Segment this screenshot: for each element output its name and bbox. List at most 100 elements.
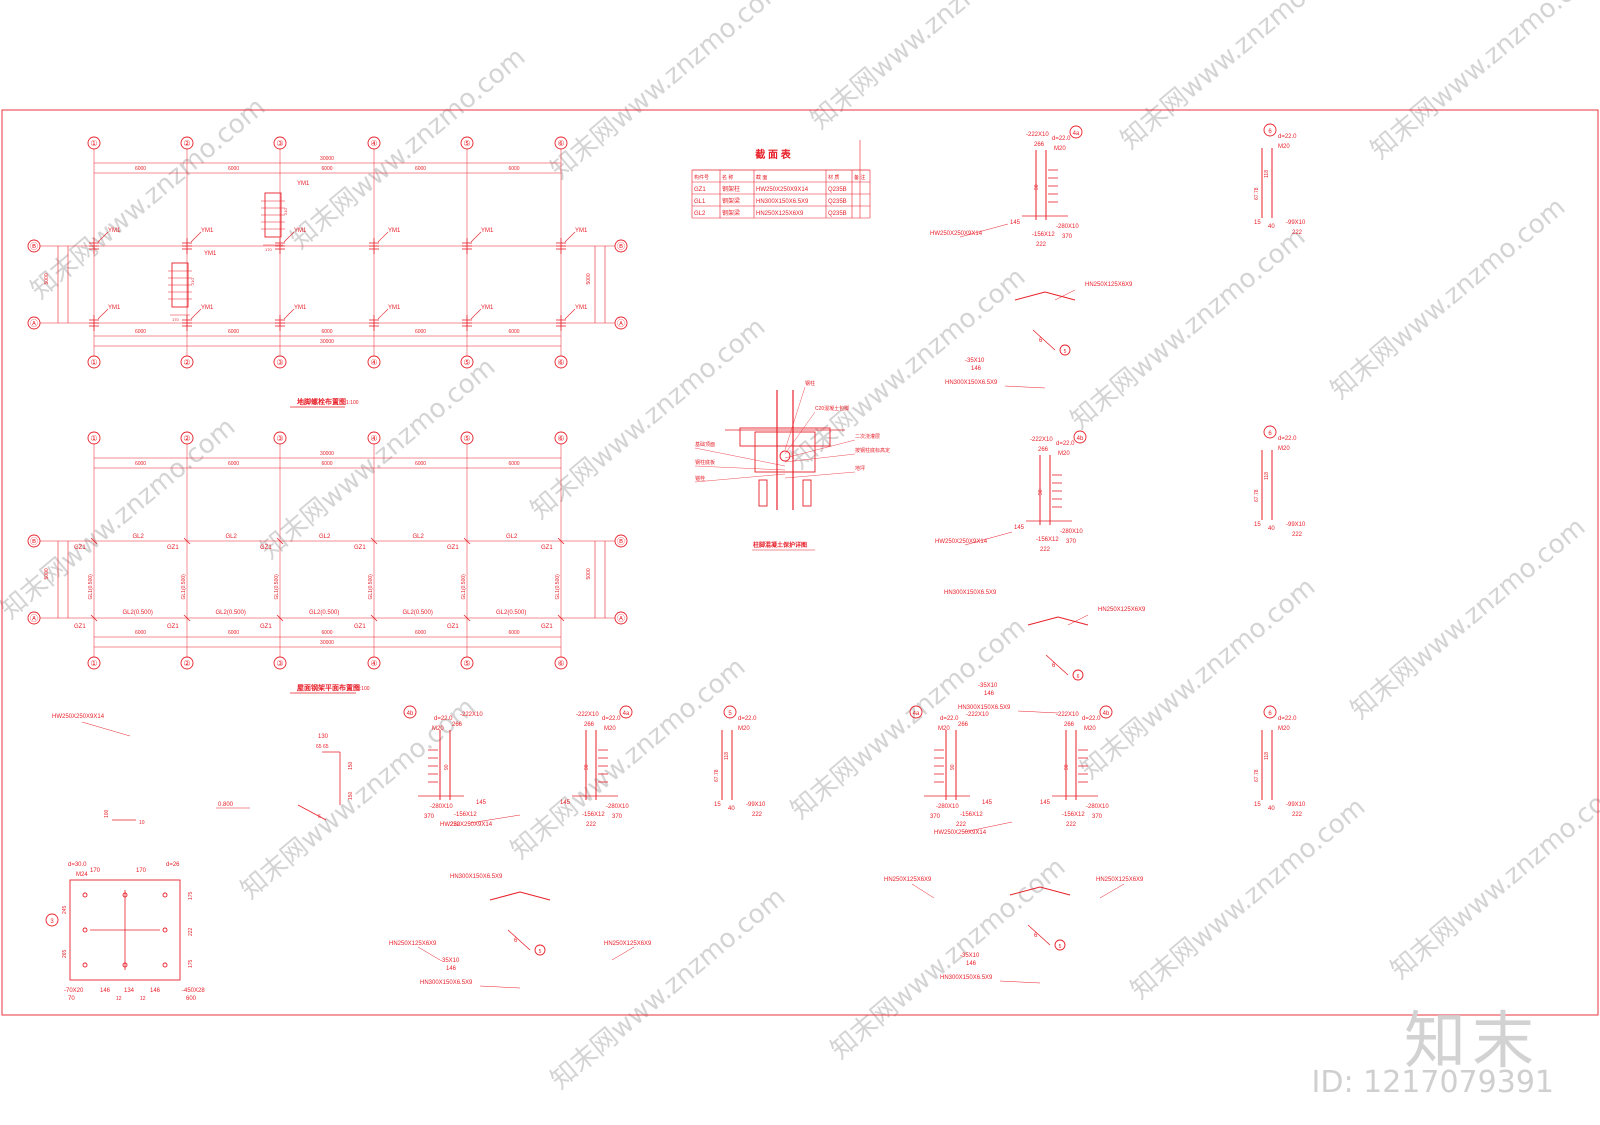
label-gl2: GL2 [319,534,331,540]
watermark-logo: 知末 [1403,1004,1540,1077]
plate-222: -222X10 [1056,712,1079,718]
plan1-scale: 1:100 [346,400,359,406]
dim-side-label: 5000 [586,273,592,284]
label-gz1: GZ1 [74,624,86,630]
label-gz1: GZ1 [167,545,179,551]
bolt-m20: M20 [1054,146,1066,152]
table-cell: Q235B [828,211,847,217]
label-gl1-elev: GL1(0.500) [274,574,280,600]
bolt-d22: d=22.0 [1056,441,1075,447]
joint-mark [557,614,565,622]
axis-bottom-4-label: ④ [370,659,377,668]
bolt-m20: M20 [1084,726,1096,732]
watermark-text: 知末网www.znzmo.com [1125,792,1371,1005]
bolt-m20: M20 [1058,451,1070,457]
bolt-d22: d=22.0 [1082,716,1101,722]
label-ym1: YM1 [108,305,121,311]
dim-90: 90 [1038,489,1044,495]
label-gl1-elev: GL1(0.500) [181,574,187,600]
node-detail-bubble [1263,705,1277,719]
label-gz1: GZ1 [354,545,366,551]
leader [190,231,202,243]
table-cell: HW250X250X9X14 [756,187,809,193]
plate-222b: 222 [1066,822,1077,828]
label-gl2: GL2 [506,534,518,540]
joint-mark [463,537,471,545]
dim-175b: 175 [188,959,194,968]
dim-total-label: 30000 [320,156,334,162]
label-ym1: YM1 [201,305,214,311]
beam-flange [1039,886,1071,896]
bolt-d22: d=22.0 [434,716,453,722]
detail-leader [784,439,856,459]
bolt-m20: M20 [604,726,616,732]
joint-mark [463,614,471,622]
node-detail-bubble [1099,705,1113,719]
table-header-3: 材 质 [828,174,839,181]
label-gz1: GZ1 [447,545,459,551]
dim-146: 146 [971,366,982,372]
bracket-line [297,804,327,821]
watermark-id: ID: 1217079391 [1311,1065,1554,1100]
dim-bay-label: 6000 [135,166,146,172]
detail-leader [694,473,786,483]
plate-370: 370 [424,814,435,820]
plate-280: -280X10 [936,804,959,810]
axis-top-4-label: ④ [370,139,377,148]
axis-top-4-label: ④ [370,434,377,443]
label-gz1: GZ1 [74,545,86,551]
plate-280: -280X10 [1086,804,1109,810]
dim-67: 67.78 [714,769,720,782]
label-ym1: YM1 [388,228,401,234]
plate-370: 370 [1092,814,1103,820]
axis-top-3-label: ③ [276,434,283,443]
watermark-text: 知末网www.znzmo.com [505,652,751,865]
dim-90: 90 [444,764,450,770]
axis-top-6-label: ⑥ [557,139,564,148]
dim-170b: 170 [136,868,147,874]
beam-flange [489,891,521,901]
dim-67: 67.78 [1254,187,1260,200]
dim-total-label: 30000 [320,339,334,345]
beam-web [507,929,531,951]
dim-175: 175 [188,891,194,900]
joint-mark [183,537,191,545]
axis-side-B-right-label: Ⓑ [617,242,625,251]
label-gl2: GL2 [226,534,238,540]
label-gz1: GZ1 [447,624,459,630]
plate-156: -156X12 [960,812,983,818]
leader [999,980,1041,984]
base-plate-bolt [82,927,88,933]
leader [470,308,482,320]
axis-bottom-5-label: ⑤ [463,358,470,367]
dim-145: 145 [982,800,993,806]
detail-leader [694,447,786,467]
label-gz1: GZ1 [354,624,366,630]
plate-35: -35X10 [965,358,985,364]
sheet-frame [1,109,1599,1016]
label-gz1: GZ1 [260,545,272,551]
plate-156: -156X12 [454,812,477,818]
plate-222: -222X10 [1026,132,1049,138]
plate-266: 266 [1034,142,1045,148]
dim-90: 90 [1064,764,1070,770]
dim-90: 90 [584,764,590,770]
dim-bay-label: 6000 [415,166,426,172]
axis-bottom-3-label: ③ [276,659,283,668]
dim-bay-label: 6000 [508,461,519,467]
dim-145: 145 [1040,800,1051,806]
detail-note: 地坪 [855,465,865,472]
label-ym1: YM1 [294,305,307,311]
node-detail-bubble [909,705,923,719]
label-ym1: YM1 [388,305,401,311]
node-detail-bubble-label: 6 [1268,711,1272,717]
weld-6: 6 [514,938,518,944]
node-detail-bubble-label: 5 [539,949,542,955]
plate-35: -35X10 [960,953,980,959]
weld-6: 6 [1039,338,1043,344]
base-plate-bubble-label: 3 [50,919,54,925]
plate-280: -280X10 [606,804,629,810]
plate-222b: 222 [450,822,461,828]
joint-mark [276,537,284,545]
